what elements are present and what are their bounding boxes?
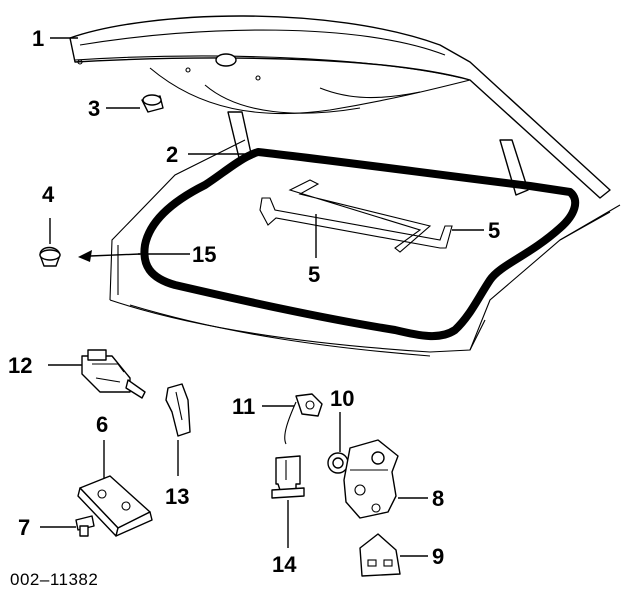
release-cable-end — [284, 393, 323, 445]
callout-2: 2 — [166, 142, 178, 167]
callout-8: 8 — [432, 486, 444, 511]
grommet — [327, 452, 349, 474]
callout-7: 7 — [18, 515, 30, 540]
callout-9: 9 — [432, 544, 444, 569]
callout-14: 14 — [272, 552, 297, 577]
striker — [359, 533, 401, 577]
callout-5-right: 5 — [488, 218, 500, 243]
arrow-icon — [78, 250, 92, 262]
retainer — [271, 455, 305, 499]
floor-support-rod — [259, 179, 453, 253]
bracket — [77, 475, 153, 537]
callout-3: 3 — [88, 96, 100, 121]
latch-assembly — [343, 439, 399, 519]
callout-11: 11 — [232, 394, 255, 419]
trunk-lid — [69, 15, 611, 199]
bumper-cap — [39, 246, 61, 267]
callout-5-lower: 5 — [308, 262, 320, 287]
trunk-body — [109, 139, 621, 357]
callout-4: 4 — [42, 182, 55, 207]
latch-clip — [165, 383, 191, 437]
callout-10: 10 — [330, 386, 354, 411]
weatherstrip-seal — [140, 148, 580, 341]
push-pin — [141, 94, 164, 113]
lamp-socket — [81, 349, 146, 399]
callout-6: 6 — [96, 412, 108, 437]
callout-15: 15 — [192, 242, 216, 267]
callout-12: 12 — [8, 353, 32, 378]
callout-13: 13 — [165, 484, 189, 509]
callout-1: 1 — [32, 26, 44, 51]
leader-lines — [40, 37, 484, 557]
bolt — [75, 515, 95, 537]
figure-code: 002–11382 — [10, 570, 98, 589]
callouts: 1 2 3 4 15 5 5 12 6 13 7 11 10 8 14 9 — [8, 26, 500, 577]
